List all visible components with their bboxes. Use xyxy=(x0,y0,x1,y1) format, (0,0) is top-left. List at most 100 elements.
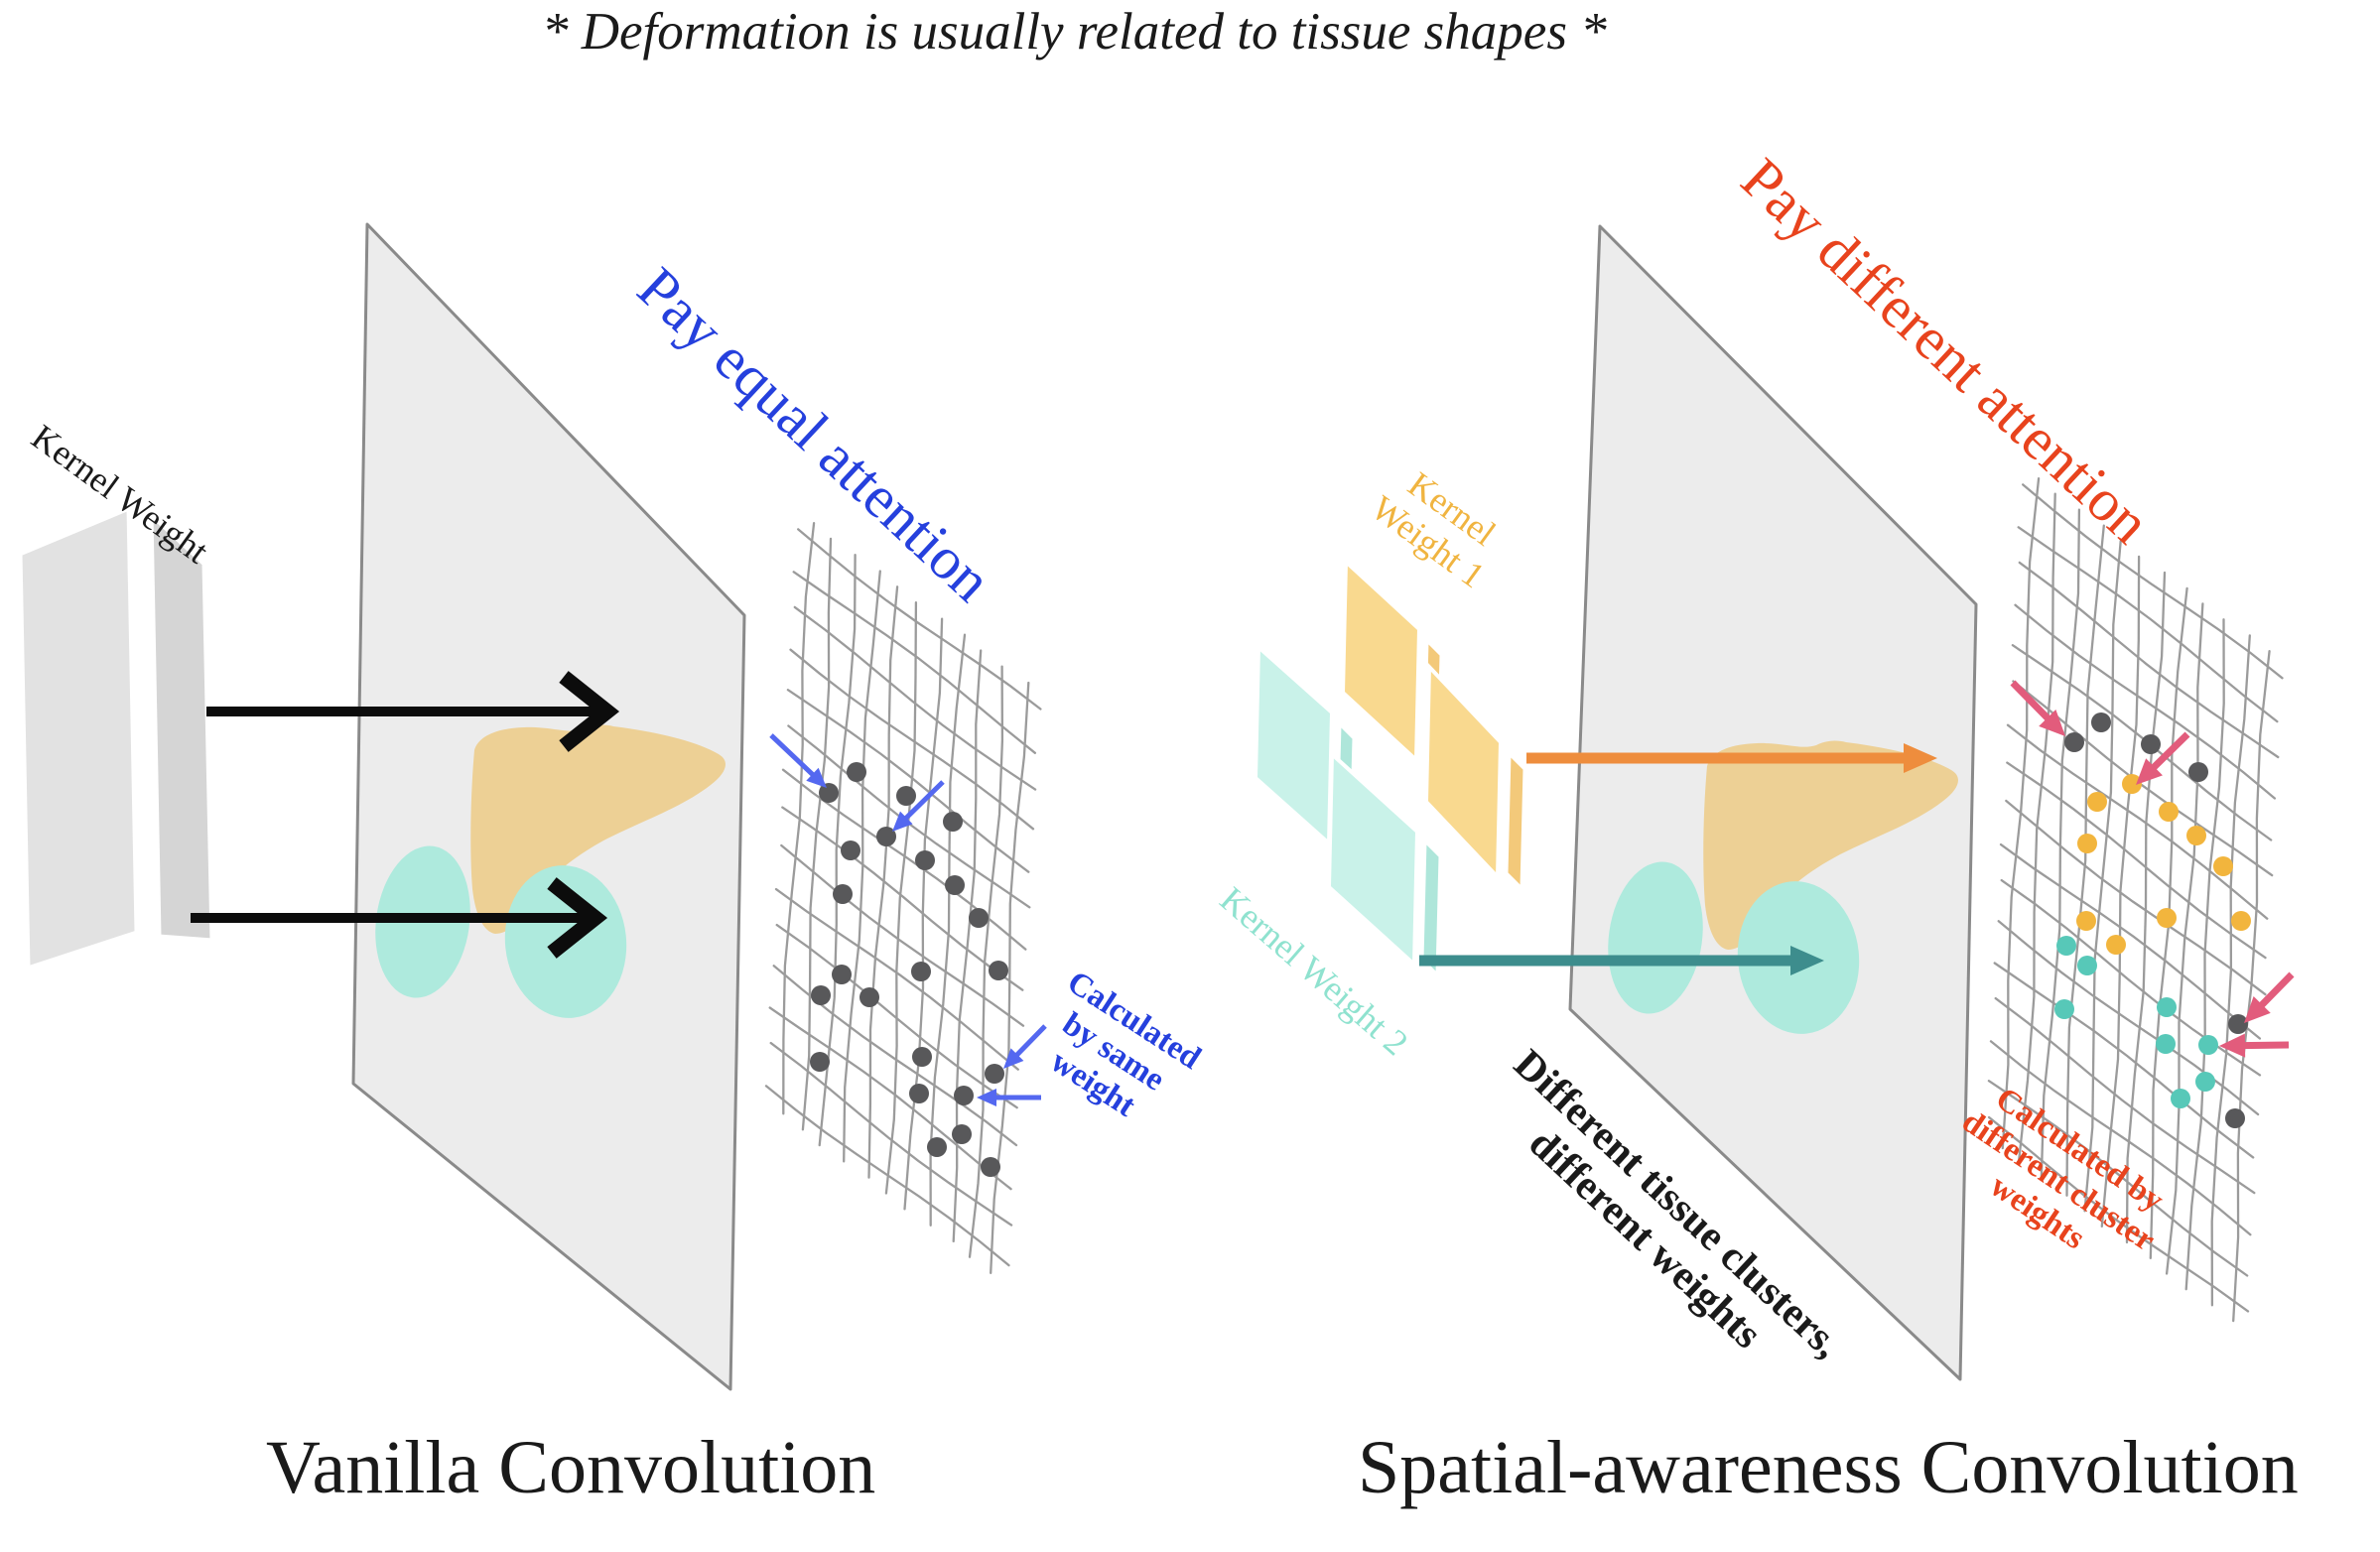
grid-dot-teal xyxy=(2054,999,2074,1019)
grid-dot-orange xyxy=(2213,856,2233,876)
spatial-awareness-convolution-caption: Spatial-awareness Convolution xyxy=(1358,1426,2299,1509)
grid-dot-gray xyxy=(909,1084,929,1103)
mesh-row-line xyxy=(769,1041,1013,1227)
grid-dot-gray xyxy=(2225,1108,2245,1128)
mesh-row-line xyxy=(2014,603,2277,800)
mesh-row-line xyxy=(1997,920,2260,1116)
grid-dot-gray xyxy=(911,962,931,981)
pointer-arrow-blue-shaft xyxy=(1013,1024,1047,1059)
pointer-arrow-blue-shaft xyxy=(902,780,945,822)
grid-dot-gray xyxy=(811,985,831,1005)
mesh-column-line xyxy=(2125,571,2167,1244)
kidney-shape xyxy=(1608,861,1703,1014)
kernel-arrow-teal-head xyxy=(1790,946,1824,975)
mesh-column-line xyxy=(2165,602,2204,1275)
pointer-arrow-pink-shaft xyxy=(2149,731,2190,772)
pointer-arrow-pink-head xyxy=(2219,1033,2246,1058)
grid-dot-teal xyxy=(2056,936,2076,956)
grid-dot-gray xyxy=(989,961,1008,980)
grid-dot-gray xyxy=(945,875,965,895)
mesh-row-line xyxy=(797,528,1042,711)
pointer-arrow-blue-head xyxy=(892,811,913,832)
mesh-row-line xyxy=(2018,561,2280,759)
grid-dot-orange xyxy=(2106,935,2126,955)
mesh-row-line xyxy=(768,1006,1012,1191)
mesh-column-line xyxy=(2017,492,2056,1165)
kernel-arrow-black-head xyxy=(559,671,620,752)
grid-dot-gray xyxy=(927,1137,947,1157)
mesh-row-line xyxy=(1989,1040,2252,1236)
pointer-arrow-pink-head xyxy=(2039,710,2065,736)
grid-dot-gray xyxy=(2064,732,2084,752)
grid-dot-gray xyxy=(833,884,853,904)
grid-dot-gray xyxy=(969,908,989,928)
grid-dot-orange xyxy=(2076,911,2096,931)
grid-dot-orange xyxy=(2122,774,2142,794)
mesh-column-line xyxy=(867,585,899,1179)
grid-dot-gray xyxy=(981,1157,1000,1177)
mesh-column-line xyxy=(2210,634,2251,1307)
grid-dot-gray xyxy=(985,1064,1004,1084)
mesh-row-line xyxy=(774,887,1019,1071)
grid-dot-orange xyxy=(2159,802,2179,822)
grid-dot-teal xyxy=(2198,1035,2218,1055)
mesh-row-line xyxy=(789,648,1035,831)
grid-dot-gray xyxy=(954,1086,974,1105)
grid-dot-teal xyxy=(2195,1072,2215,1092)
grid-dot-gray xyxy=(915,850,935,870)
mesh-row-line xyxy=(2005,799,2267,996)
pointer-arrow-blue-head xyxy=(977,1089,996,1106)
pointer-arrow-pink-shaft xyxy=(2010,680,2052,723)
mesh-row-line xyxy=(786,689,1030,873)
kernel-arrow-orange-head xyxy=(1904,743,1937,773)
mesh-row-line xyxy=(793,605,1037,791)
kernel-arrow-black-head xyxy=(547,877,608,959)
pointer-arrow-pink-head xyxy=(2244,996,2271,1023)
mesh-row-line xyxy=(2006,761,2267,960)
grid-dot-gray xyxy=(876,827,896,846)
sampling-dots xyxy=(810,712,2251,1177)
grid-dot-orange xyxy=(2231,911,2251,931)
grid-dot-orange xyxy=(2087,792,2107,812)
mesh-row-line xyxy=(2022,483,2284,680)
grid-dot-gray xyxy=(2188,762,2208,782)
kernel-slabs-teal xyxy=(1253,642,1442,978)
mesh-row-line xyxy=(1993,962,2255,1159)
mesh-row-line xyxy=(780,843,1025,1027)
mesh-column-line xyxy=(801,537,833,1131)
mesh-row-line xyxy=(775,923,1018,1109)
mesh-row-line xyxy=(781,806,1024,991)
kernel-slab-gray xyxy=(17,504,215,972)
mesh-row-line xyxy=(2017,526,2279,723)
grid-dot-gray xyxy=(2141,734,2161,754)
grid-dot-gray xyxy=(847,762,866,782)
grid-dot-teal xyxy=(2077,956,2097,975)
mesh-row-line xyxy=(2006,723,2269,920)
grid-dot-gray xyxy=(819,783,839,803)
grid-dot-orange xyxy=(2077,834,2097,853)
mesh-column-line xyxy=(2184,618,2225,1291)
pointer-arrow-pink-shaft xyxy=(2257,971,2295,1010)
mesh-row-line xyxy=(1994,996,2256,1195)
grid-dot-gray xyxy=(841,841,860,860)
grid-dot-teal xyxy=(2171,1089,2190,1108)
mesh-column-line xyxy=(843,570,881,1163)
grid-dot-gray xyxy=(2228,1014,2248,1034)
mesh-column-line xyxy=(2232,649,2271,1323)
pointer-arrow-blue-head xyxy=(1003,1048,1024,1069)
kernel-arrows xyxy=(191,671,1937,975)
grid-dot-teal xyxy=(2156,1034,2176,1054)
grid-dot-gray xyxy=(2091,712,2111,732)
grid-dot-orange xyxy=(2157,908,2177,928)
grid-dot-gray xyxy=(810,1052,830,1072)
grid-dot-gray xyxy=(943,812,963,832)
grid-dot-gray xyxy=(912,1047,932,1067)
mesh-row-line xyxy=(1987,1115,2250,1313)
grid-dot-teal xyxy=(2157,997,2177,1017)
kernel-slabs-orange xyxy=(1340,557,1526,892)
mesh-column-line xyxy=(2083,540,2122,1213)
mesh-row-line xyxy=(1987,1080,2249,1277)
vanilla-convolution-caption: Vanilla Convolution xyxy=(266,1426,876,1509)
